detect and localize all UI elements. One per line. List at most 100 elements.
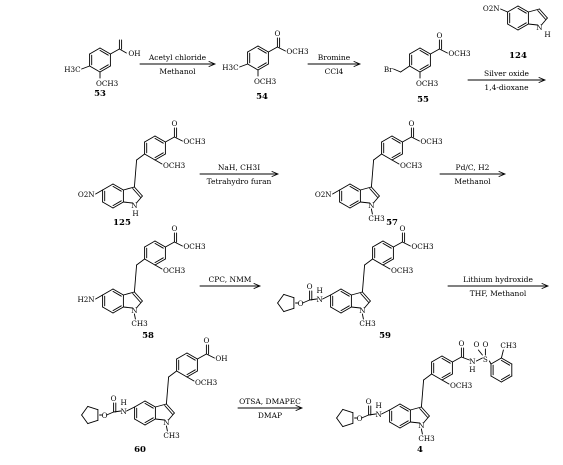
benzene-ring: [99, 65, 111, 73]
atom-label: H2N: [77, 295, 94, 304]
atom-label: OCH3: [163, 161, 186, 170]
carbamate-bond: [302, 299, 311, 304]
reaction-arrow-head: [538, 77, 546, 81]
benzene-ring: [382, 258, 394, 266]
benzene-ring: [134, 400, 146, 408]
carbamate-bond: [361, 414, 370, 419]
compound-number: 57: [386, 218, 398, 228]
atom-label: O: [436, 31, 442, 40]
benzene-ring: [102, 288, 114, 296]
compound-number: 53: [94, 89, 106, 99]
benzene-ring: [144, 258, 156, 266]
ch2-bond: [133, 264, 138, 293]
atom-label: CH3: [418, 434, 435, 443]
atom-label: O: [366, 397, 372, 406]
reagent-above: Silver oxide: [484, 69, 530, 78]
cyclopentyl-ring: [342, 422, 354, 428]
pyrrole-ring: [165, 403, 175, 414]
atom-label: OCH3: [183, 242, 206, 251]
benzene-ring: [382, 242, 392, 249]
reagent-below: Methanol: [159, 67, 196, 76]
pyrrole-ring: [132, 293, 142, 303]
pyrrole-ring: [350, 291, 363, 296]
pyrrole-ring: [122, 186, 135, 191]
benzene-ring: [134, 418, 146, 426]
benzene-ring: [391, 135, 403, 143]
benzene-ring: [381, 135, 393, 143]
benzene-ring: [247, 63, 259, 71]
ch2-bond: [420, 379, 425, 408]
benzene-ring: [389, 421, 401, 429]
benzene-ring: [507, 23, 519, 31]
ester-bond: [392, 241, 403, 248]
atom-label: CH3: [359, 319, 376, 328]
carbamate-bond: [106, 411, 115, 416]
compound-number: 125: [113, 218, 131, 228]
atom-label: O: [171, 119, 177, 128]
benzene-ring: [349, 185, 359, 192]
benzene-ring: [441, 357, 451, 364]
ester-bond: [173, 136, 183, 142]
atom-label: OH: [128, 49, 140, 58]
tolyl-ring: [490, 357, 502, 365]
pyrrole-ring: [409, 421, 420, 424]
pyrrole-ring: [350, 306, 361, 309]
ester-bond: [164, 241, 175, 248]
reagent-above: NaH, CH3I: [218, 163, 260, 172]
reagent-below: THF, Methanol: [470, 289, 527, 298]
atom-label: OCH3: [416, 79, 439, 88]
benzene-ring: [517, 5, 529, 13]
cyclopentyl-ring: [283, 307, 295, 313]
atom-label: O: [408, 119, 414, 128]
methoxy-bond: [382, 264, 391, 270]
ester-bond: [205, 353, 215, 359]
ch2-bond: [168, 370, 178, 378]
reaction-arrow-head: [498, 173, 506, 177]
ch2-bond: [364, 258, 374, 266]
benzene-ring: [144, 240, 156, 248]
atom-label: N: [469, 357, 475, 366]
reagent-below: Tetrahydro furan: [207, 177, 272, 186]
atom-label: OCH3: [411, 242, 434, 251]
benzene-ring: [431, 355, 443, 363]
ch2-bond: [423, 373, 433, 381]
benzene-ring: [372, 240, 384, 248]
atom-label: O: [298, 299, 304, 308]
reagent-above: Pd/C, H2: [456, 163, 490, 172]
reaction-arrow-head: [271, 171, 279, 175]
atom-label: O: [307, 282, 313, 291]
atom-label: N: [163, 418, 169, 427]
reagent-above: Lithium hydroxide: [463, 275, 533, 284]
cyclopentyl-ring: [277, 293, 285, 304]
benzene-ring: [112, 305, 122, 312]
ester-bond: [267, 46, 278, 53]
ch2-bond: [136, 258, 146, 266]
nmethyl-bond: [361, 313, 364, 320]
atom-label: O2N: [78, 190, 95, 199]
pyrrole-ring: [372, 195, 380, 204]
cyclopentyl-ring: [283, 293, 295, 299]
pyrrole-ring: [409, 406, 422, 411]
reagent-below: Methanol: [454, 177, 491, 186]
compound-number: 58: [142, 331, 154, 341]
benzene-ring: [340, 306, 352, 314]
benzene-ring: [144, 135, 156, 143]
benzene-ring: [176, 352, 188, 360]
atom-label: O: [203, 336, 209, 345]
carbamate-bond: [368, 413, 377, 416]
ch2-bond: [373, 153, 383, 161]
reaction-arrow-head: [253, 283, 261, 287]
atom-label: N: [418, 421, 424, 430]
benzene-ring: [409, 47, 421, 55]
benzene-ring: [154, 135, 166, 143]
methoxy-bond: [154, 264, 163, 270]
pyrrole-ring: [360, 293, 370, 303]
reaction-arrow-head: [541, 285, 549, 289]
atom-label: Br: [384, 65, 393, 74]
reaction-arrow-head: [538, 79, 546, 83]
carbamate-bond: [322, 294, 332, 300]
benzene-ring: [517, 22, 527, 29]
benzene-ring: [144, 153, 156, 161]
methyl-bond: [239, 63, 249, 68]
cyclopentyl-ring: [81, 414, 89, 425]
